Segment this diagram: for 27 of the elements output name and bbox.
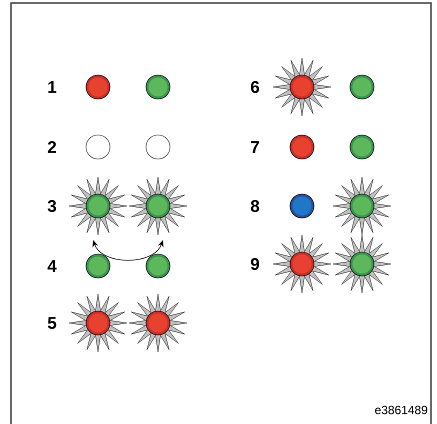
row-number: 9 [250,258,260,270]
led [86,74,110,100]
row-number: 4 [48,260,57,272]
flashing-led [332,234,392,294]
flashing-led [332,176,392,236]
row-number: 2 [48,141,56,153]
led [146,134,170,160]
row-number: 7 [251,141,259,153]
led [290,134,314,160]
flashing-led [128,294,188,352]
flashing-led [68,176,128,236]
flashing-led [272,234,332,294]
led [86,134,110,160]
row-number: 8 [250,200,260,212]
flashing-led [272,58,332,116]
row-number: 1 [48,81,56,93]
led [350,74,374,100]
led [290,194,314,218]
row-number: 3 [48,200,56,212]
flashing-led [68,294,128,352]
led [86,254,110,278]
led [146,254,170,278]
led [350,134,374,160]
led [146,74,170,100]
figure-code: e3861489 [375,406,428,414]
flashing-led [128,176,188,236]
row-number: 5 [48,317,56,329]
